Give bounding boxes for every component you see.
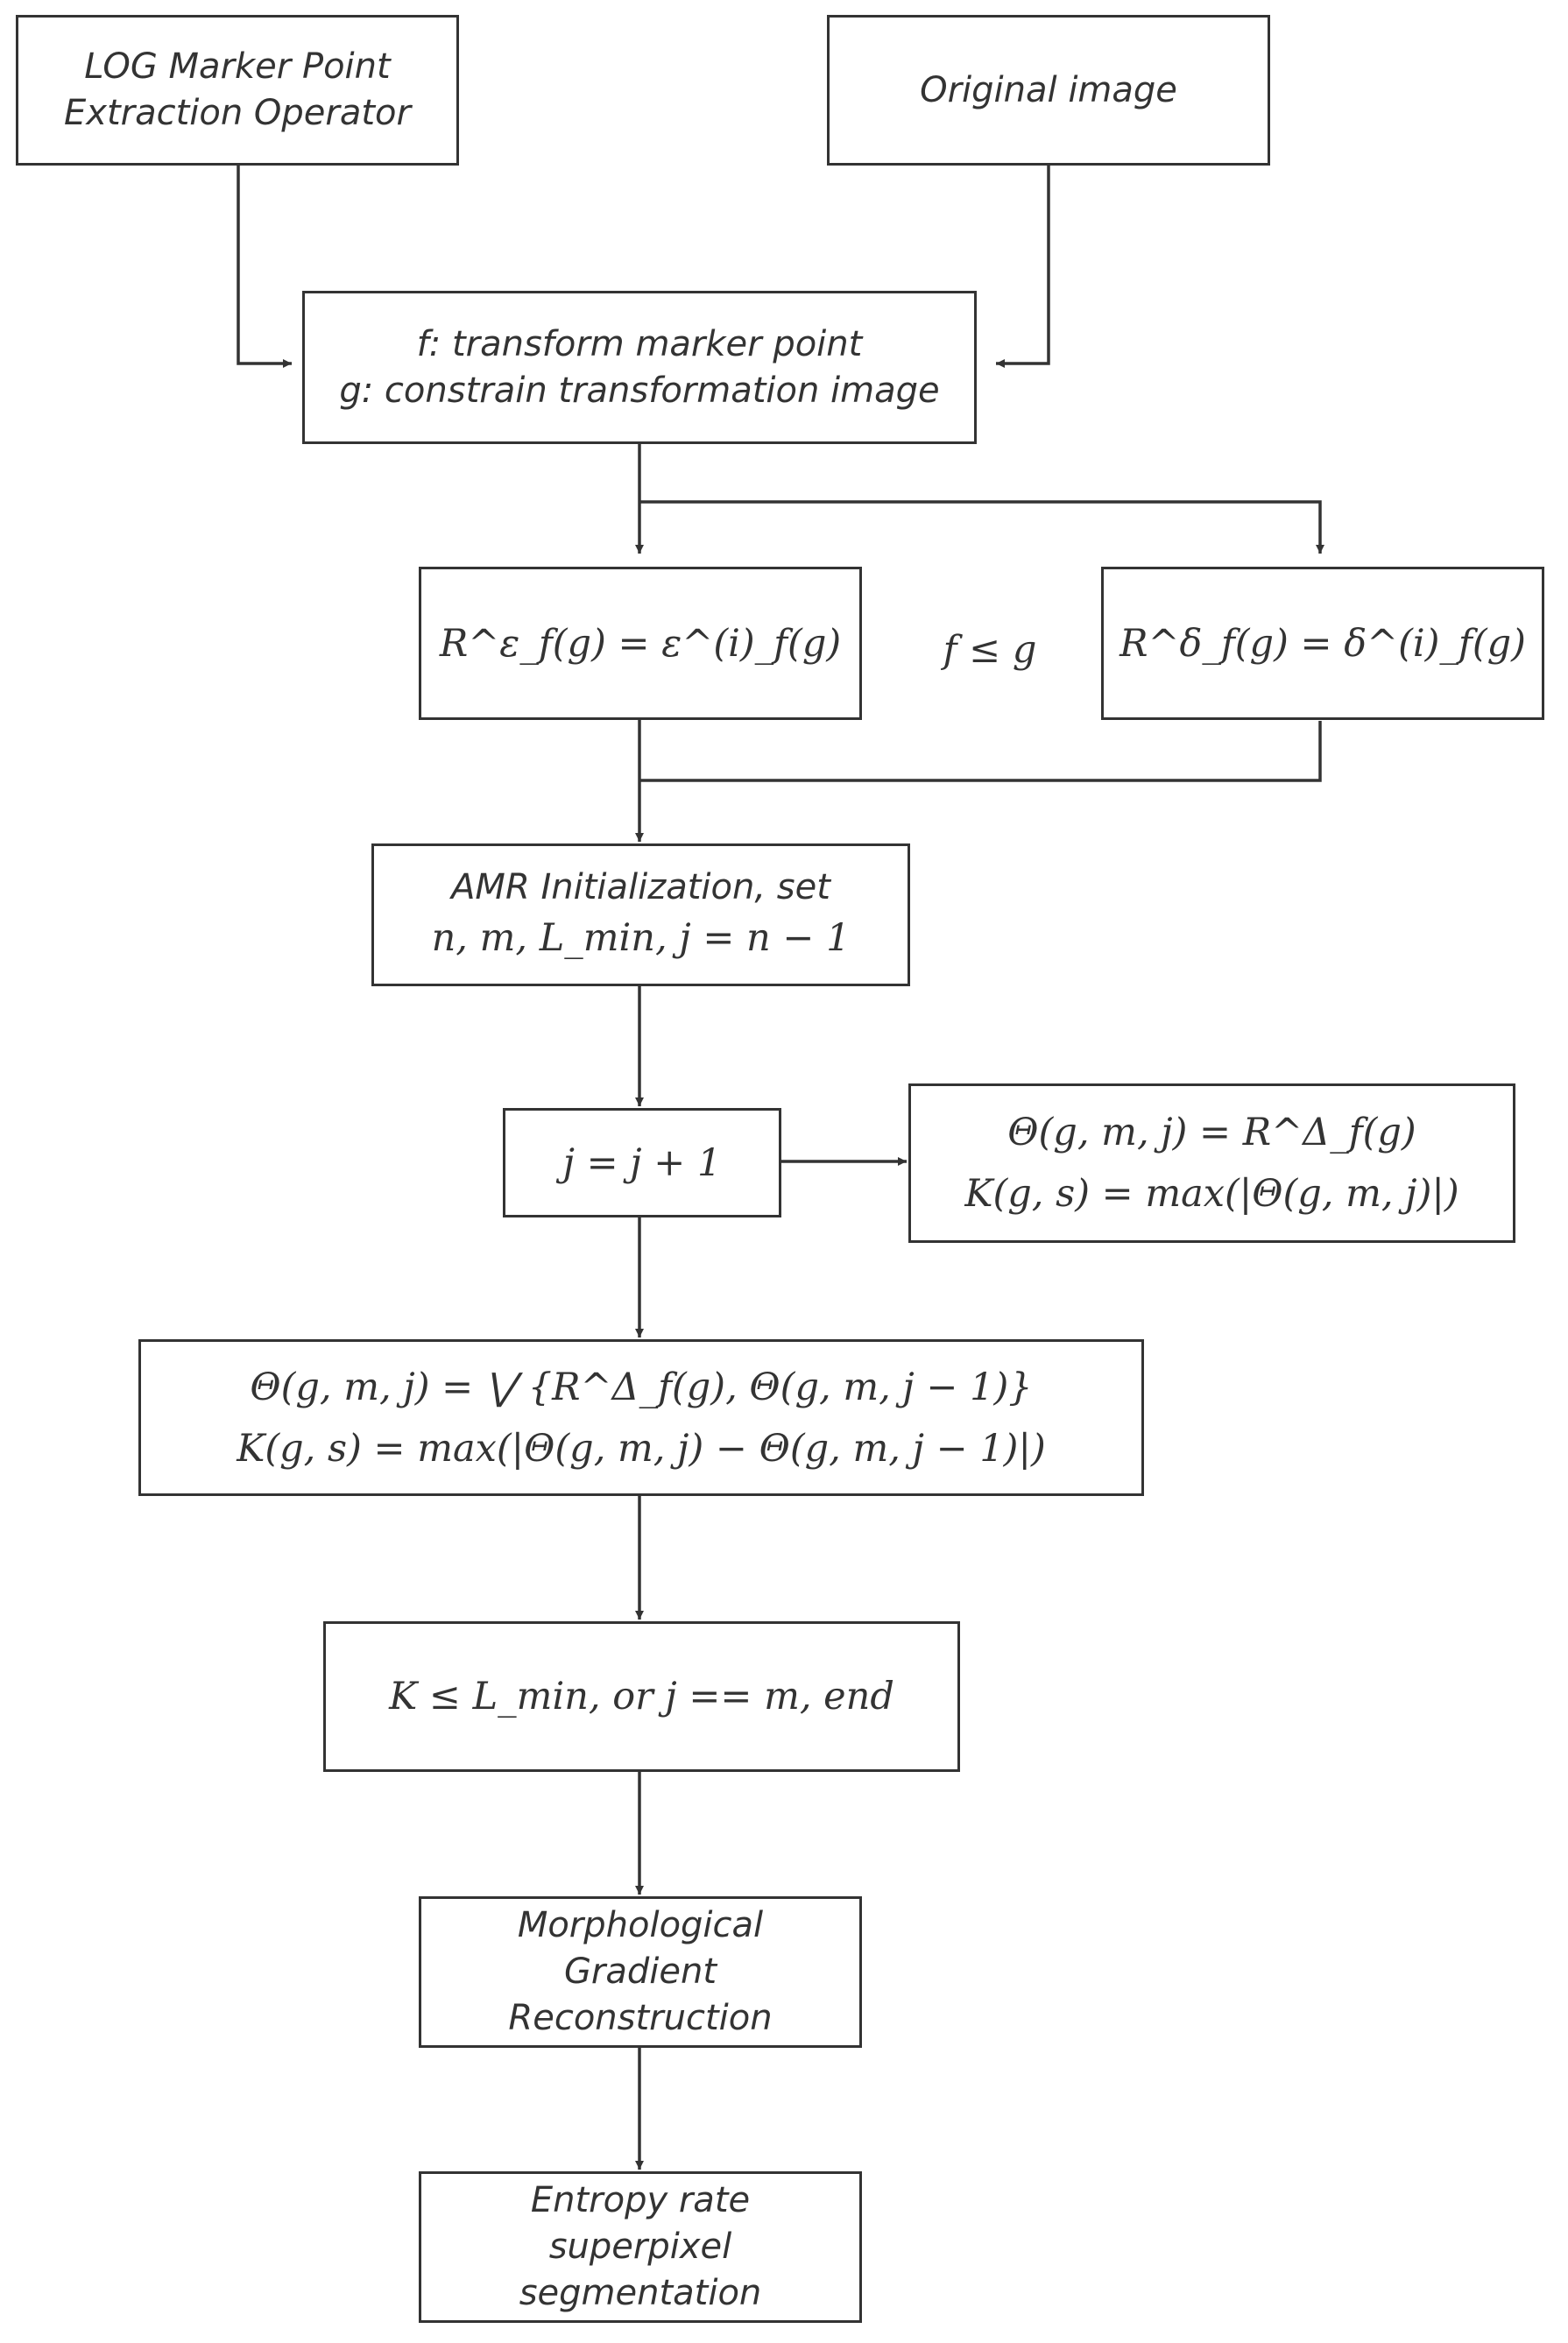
amr-init-line-2: n, m, L_min, j = n − 1 (431, 916, 851, 960)
amr-init-line-1: AMR Initialization, set (451, 867, 830, 907)
entropy-segmentation-box: Entropy rate superpixel segmentation (419, 2171, 862, 2323)
transform-line-2: g: constrain transformation image (339, 370, 940, 411)
increment-formula: j = j + 1 (562, 1140, 722, 1185)
entropy-line-3: segmentation (519, 2273, 762, 2313)
original-image-box: Original image (827, 15, 1270, 166)
morph-gradient-line-1: Morphological (517, 1905, 764, 1945)
morph-gradient-box: Morphological Gradient Reconstruction (419, 1896, 862, 2048)
amr-init-box: AMR Initialization, set n, m, L_min, j =… (371, 843, 910, 986)
line-dilation-merge (639, 721, 1322, 782)
transform-line-1: f: transform marker point (416, 323, 863, 364)
theta-update-line-2: K(g, s) = max(|Θ(g, m, j) − Θ(g, m, j − … (237, 1426, 1046, 1471)
erosion-formula: R^ε_f(g) = ε^(i)_f(g) (439, 621, 842, 666)
log-operator-line-1: LOG Marker Point (84, 46, 391, 87)
theta-init-line-2: K(g, s) = max(|Θ(g, m, j)|) (964, 1172, 1459, 1216)
entropy-line-1: Entropy rate (530, 2180, 751, 2220)
theta-update-line-1: Θ(g, m, j) = ⋁ {R^Δ_f(g), Θ(g, m, j − 1)… (250, 1365, 1033, 1409)
theta-init-line-1: Θ(g, m, j) = R^Δ_f(g) (1007, 1111, 1416, 1154)
original-image-label: Original image (920, 69, 1177, 110)
erosion-reconstruction-box: R^ε_f(g) = ε^(i)_f(g) (419, 567, 862, 720)
stop-condition-box: K ≤ L_min, or j == m, end (323, 1621, 960, 1772)
morph-gradient-line-3: Reconstruction (508, 1998, 773, 2038)
arrow-original-to-transform (996, 164, 1050, 368)
stop-condition-formula: K ≤ L_min, or j == m, end (389, 1675, 894, 1718)
entropy-line-2: superpixel (548, 2227, 732, 2267)
dilation-reconstruction-box: R^δ_f(g) = δ^(i)_f(g) (1101, 567, 1544, 720)
arrow-log-to-transform (237, 164, 292, 368)
log-operator-line-2: Extraction Operator (64, 93, 411, 133)
increment-box: j = j + 1 (503, 1108, 781, 1217)
condition-label: f ≤ g (943, 628, 1037, 672)
theta-init-box: Θ(g, m, j) = R^Δ_f(g) K(g, s) = max(|Θ(g… (908, 1083, 1515, 1243)
log-operator-box: LOG Marker Point Extraction Operator (16, 15, 459, 166)
arrow-transform-to-dilation (639, 500, 1324, 554)
morph-gradient-line-2: Gradient (563, 1951, 717, 1992)
dilation-formula: R^δ_f(g) = δ^(i)_f(g) (1119, 621, 1526, 666)
transform-constrain-box: f: transform marker point g: constrain t… (302, 291, 977, 444)
theta-update-box: Θ(g, m, j) = ⋁ {R^Δ_f(g), Θ(g, m, j − 1)… (138, 1339, 1144, 1496)
